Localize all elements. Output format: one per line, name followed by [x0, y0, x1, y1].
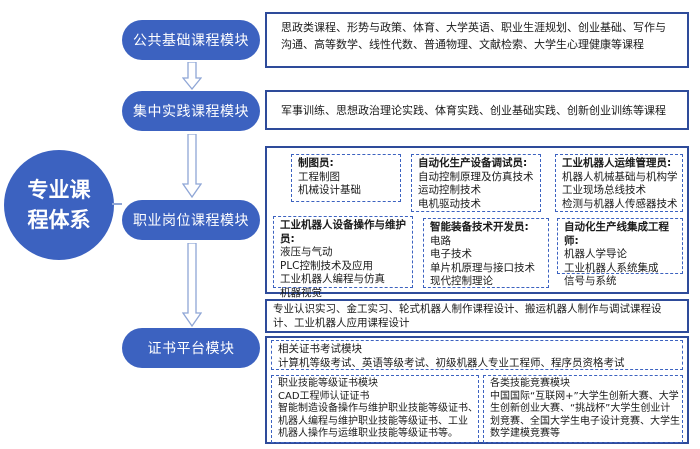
skill-title: 职业技能等级证书模块 — [278, 378, 378, 389]
job-box-integration-engineer: 自动化生产线集成工程师: 机器人学导论 工业机器人系统集成 信号与系统 — [557, 218, 683, 287]
job-box-ops-manager: 工业机器人运维管理员: 机器人机械基础与机构学 工业现场总线技术 检测与机器人传… — [555, 154, 683, 212]
cert-item: 机器人编程与维护职业技能等级证书、工业 — [278, 415, 468, 427]
cert-item: 机器人操作与运维职业技能等级证书等。 — [278, 428, 458, 439]
job-practice-text: 专业认识实习、金工实习、轮式机器人制作课程设计、搬运机器人制作与调试课程设计、工… — [273, 303, 662, 329]
job-title: 制图员: — [298, 157, 334, 169]
course-item: 电路 — [430, 234, 451, 247]
arrow-down-icon — [182, 134, 202, 198]
skill-cert-box: 职业技能等级证书模块 CAD工程师认证证书 智能制造设备操作与维护职业技能等级证… — [271, 375, 479, 443]
exam-box: 相关证书考试模块 计算机等级考试、英语等级考试、初级机器人专业工程师、程序员资格… — [271, 340, 683, 370]
job-box-drafter: 制图员: 工程制图 机械设计基础 — [291, 154, 401, 202]
course-item: 自动控制原理及仿真技术 — [418, 170, 534, 183]
course-item: 工程制图 — [298, 170, 340, 183]
public-basic-text: 思政类课程、形势与政策、体育、大学英语、职业生涯规划、创业基础、写作与沟通、高等… — [281, 21, 666, 51]
competition-item: 划竞赛、全国大学生电子设计竞赛、大学生 — [490, 415, 680, 427]
panel-job: 制图员: 工程制图 机械设计基础 自动化生产设备调试员: 自动控制原理及仿真技术… — [265, 146, 689, 299]
job-title: 自动化生产线集成工程师: — [564, 221, 669, 247]
course-item: 机器视觉 — [280, 286, 322, 299]
course-item: PLC控制技术及应用 — [280, 259, 374, 272]
job-title: 智能装备技术开发员: — [430, 221, 529, 233]
cert-item: 智能制造设备操作与维护职业技能等级证书、 — [278, 403, 478, 414]
module-label: 职业岗位课程模块 — [133, 213, 249, 229]
module-practice: 集中实践课程模块 — [122, 91, 260, 131]
job-title: 工业机器人设备操作与维护员: — [280, 219, 406, 245]
module-label: 公共基础课程模块 — [133, 33, 249, 49]
competition-item: 生创新创业大赛、“挑战杯”大学生创业计 — [490, 403, 671, 414]
course-item: 信号与系统 — [564, 275, 617, 287]
competition-box: 各类技能竞赛模块 中国国际“互联网+”大学生创新大赛、大学 生创新创业大赛、“挑… — [483, 375, 683, 443]
competition-title: 各类技能竞赛模块 — [490, 378, 570, 389]
job-box-operator: 工业机器人设备操作与维护员: 液压与气动 PLC控制技术及应用 工业机器人编程与… — [273, 216, 413, 299]
course-item: 现代控制理论 — [430, 275, 493, 287]
course-item: 电子技术 — [430, 248, 472, 260]
course-item: 机械设计基础 — [298, 184, 361, 196]
module-label: 证书平台模块 — [147, 341, 235, 357]
module-label: 集中实践课程模块 — [133, 104, 249, 120]
module-job: 职业岗位课程模块 — [122, 200, 260, 240]
job-title: 工业机器人运维管理员: — [562, 157, 672, 169]
course-item: 工业机器人系统集成 — [564, 261, 659, 274]
competition-item: 数学建模竞赛等 — [490, 428, 560, 439]
job-box-developer: 智能装备技术开发员: 电路 电子技术 单片机原理与接口技术 现代控制理论 — [423, 218, 549, 288]
connector-root — [112, 203, 122, 205]
module-public-basic: 公共基础课程模块 — [122, 20, 260, 60]
root-label: 专业课程体系 — [27, 178, 91, 232]
job-box-debugger: 自动化生产设备调试员: 自动控制原理及仿真技术 运动控制技术 电机驱动技术 — [411, 154, 541, 212]
exam-text: 计算机等级考试、英语等级考试、初级机器人专业工程师、程序员资格考试 — [278, 356, 625, 369]
course-item: 运动控制技术 — [418, 184, 481, 196]
course-item: 机器人学导论 — [564, 248, 627, 260]
course-item: 液压与气动 — [280, 246, 333, 258]
root-node: 专业课程体系 — [4, 150, 114, 260]
panel-practice: 军事训练、思想政治理论实践、体育实践、创业基础实践、创新创业训练等课程 — [265, 90, 689, 130]
competition-item: 中国国际“互联网+”大学生创新大赛、大学 — [490, 390, 679, 402]
exam-title: 相关证书考试模块 — [278, 343, 362, 355]
panel-certificate: 相关证书考试模块 计算机等级考试、英语等级考试、初级机器人专业工程师、程序员资格… — [265, 336, 689, 444]
course-item: 机器人机械基础与机构学 — [562, 170, 678, 183]
module-certificate: 证书平台模块 — [122, 328, 260, 368]
arrow-down-icon — [182, 62, 202, 90]
course-item: 单片机原理与接口技术 — [430, 261, 535, 274]
panel-public-basic: 思政类课程、形势与政策、体育、大学英语、职业生涯规划、创业基础、写作与沟通、高等… — [265, 12, 689, 68]
arrow-down-icon — [182, 243, 202, 327]
course-item: 检测与机器人传感器技术 — [562, 197, 678, 210]
panel-job-practice: 专业认识实习、金工实习、轮式机器人制作课程设计、搬运机器人制作与调试课程设计、工… — [265, 299, 689, 333]
job-title: 自动化生产设备调试员: — [418, 157, 528, 169]
cert-item: CAD工程师认证证书 — [278, 390, 370, 402]
practice-text: 军事训练、思想政治理论实践、体育实践、创业基础实践、创新创业训练等课程 — [281, 104, 666, 117]
course-item: 工业现场总线技术 — [562, 184, 646, 196]
course-item: 电机驱动技术 — [418, 197, 481, 210]
course-item: 工业机器人编程与仿真 — [280, 273, 385, 285]
